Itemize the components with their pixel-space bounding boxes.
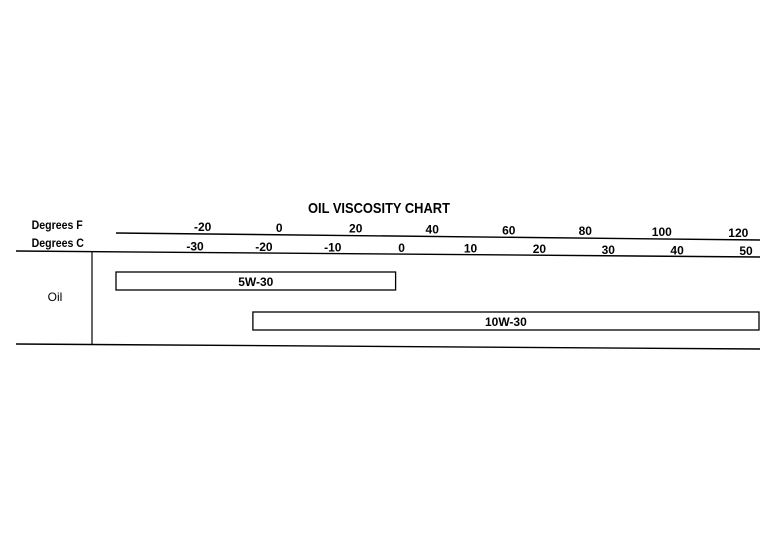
oil-range-bar — [252, 311, 760, 331]
celsius-tick-label: 0 — [398, 241, 405, 255]
oil-range-bar-label: 10W-30 — [485, 315, 527, 329]
fahrenheit-tick-label: 0 — [276, 221, 283, 235]
oil-row-label: Oil — [48, 290, 63, 304]
fahrenheit-tick-label: 20 — [349, 222, 363, 236]
celsius-tick-label: 40 — [670, 243, 684, 257]
fahrenheit-tick-label: 80 — [579, 224, 593, 238]
celsius-tick-label: 30 — [602, 243, 616, 257]
celsius-tick-label: 50 — [739, 244, 753, 258]
fahrenheit-tick-label: -20 — [194, 220, 212, 234]
celsius-axis-line — [15, 250, 761, 258]
degrees-c-label: Degrees C — [32, 237, 84, 250]
oil-range-bar — [115, 271, 397, 291]
fahrenheit-tick-label: 60 — [502, 223, 516, 237]
chart-title: OIL VISCOSITY CHART — [308, 199, 450, 216]
fahrenheit-tick-label: 100 — [652, 225, 672, 239]
celsius-tick-label: 10 — [464, 242, 478, 256]
fahrenheit-axis-line — [115, 232, 761, 241]
celsius-tick-label: -20 — [255, 240, 273, 254]
fahrenheit-tick-label: 40 — [426, 222, 440, 236]
table-bottom-line — [15, 343, 761, 350]
celsius-tick-label: 20 — [533, 242, 547, 256]
oil-range-bars: 5W-30 10W-30 — [115, 271, 760, 331]
fahrenheit-tick-label: 120 — [728, 226, 748, 240]
oil-range-bar-label: 5W-30 — [238, 275, 273, 289]
celsius-tick-labels: -30 -20 -10 0 10 20 30 40 50 — [186, 239, 753, 258]
celsius-tick-label: -10 — [324, 241, 342, 255]
fahrenheit-tick-labels: -20 0 20 40 60 80 100 120 — [194, 220, 749, 240]
celsius-tick-label: -30 — [186, 239, 204, 253]
degrees-f-label: Degrees F — [32, 219, 83, 232]
